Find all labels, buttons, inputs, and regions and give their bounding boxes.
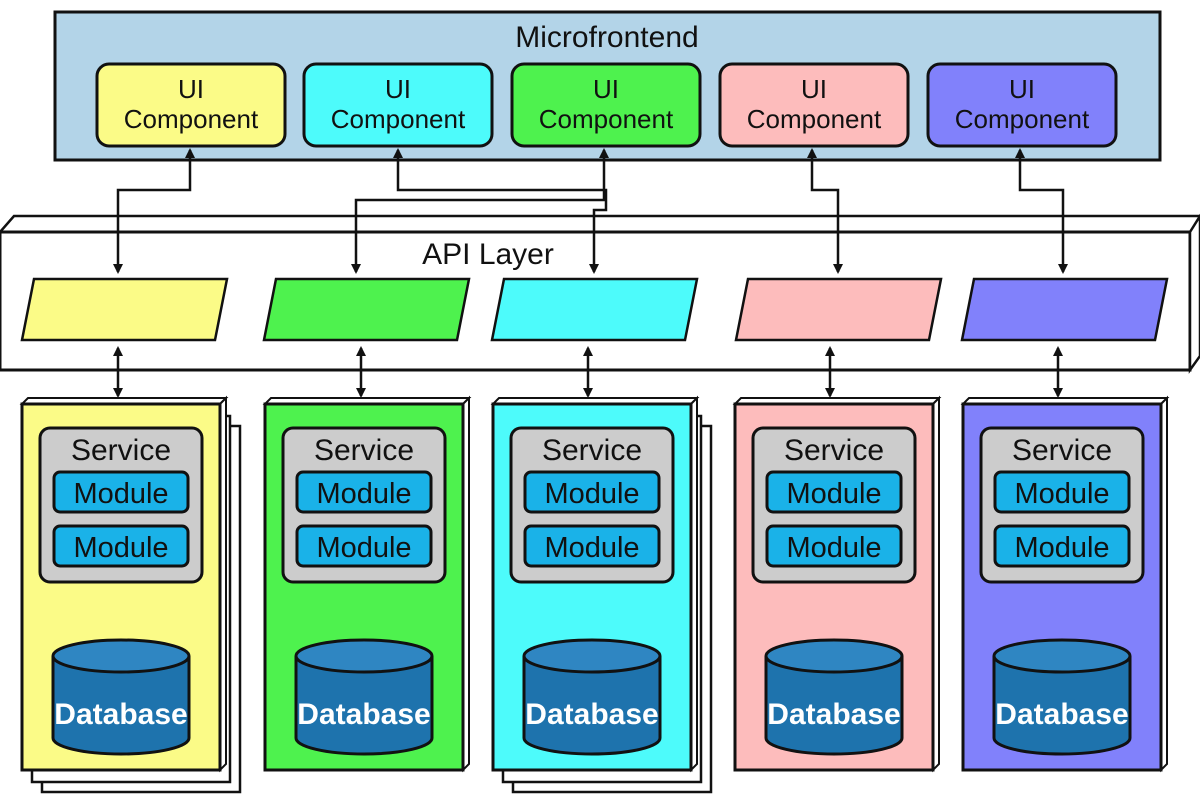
service-label: Service (314, 434, 414, 467)
services: ServiceModuleModuleDatabaseServiceModule… (19, 395, 1170, 794)
module-box (765, 470, 903, 514)
api-endpoint (960, 277, 1169, 342)
module-label: Module (544, 478, 639, 510)
module-label: Module (786, 532, 881, 564)
ui-component-label-line2: Component (124, 104, 259, 134)
module-label: Module (1014, 478, 1109, 510)
ui-component-shape (95, 62, 287, 148)
module-box (993, 470, 1131, 514)
module-label: Module (316, 478, 411, 510)
connector-arrow (113, 148, 195, 274)
service-label: Service (784, 434, 884, 467)
module-box (52, 524, 190, 568)
api-endpoint (20, 277, 229, 342)
module-box (993, 524, 1131, 568)
api-endpoint (490, 277, 699, 342)
module-label: Module (544, 532, 639, 564)
database-cylinder (992, 656, 1132, 756)
ui-component-label-line2: Component (955, 104, 1090, 134)
connector-arrow (351, 148, 609, 274)
module-label: Module (786, 478, 881, 510)
module-label: Module (1014, 532, 1109, 564)
microfrontend-title: Microfrontend (515, 21, 698, 54)
ui-component-label-line2: Component (539, 104, 674, 134)
ui-component-label-line1: UI (178, 74, 204, 104)
api-endpoint (262, 277, 471, 342)
module-box (295, 524, 433, 568)
ui-component-label-line1: UI (1009, 74, 1035, 104)
ui-component-label-line1: UI (801, 74, 827, 104)
ui-components: UIComponentUIComponentUIComponentUICompo… (95, 62, 1118, 148)
connector-arrow (1015, 148, 1068, 274)
database-top (992, 638, 1132, 674)
database-label: Database (297, 698, 430, 731)
database-label: Database (767, 698, 900, 731)
ui-component-shape (302, 62, 494, 148)
service-label: Service (542, 434, 642, 467)
module-label: Module (73, 532, 168, 564)
ui-component-shape (926, 62, 1118, 148)
module-box (52, 470, 190, 514)
api-layer-title: API Layer (422, 238, 554, 271)
module-box (765, 524, 903, 568)
ui-component-label-line2: Component (747, 104, 882, 134)
database-cylinder (522, 656, 662, 756)
database-label: Database (995, 698, 1128, 731)
module-box (523, 524, 661, 568)
database-top (522, 638, 662, 674)
database-label: Database (54, 698, 187, 731)
database-cylinder (764, 656, 904, 756)
module-label: Module (73, 478, 168, 510)
ui-component-label-line2: Component (331, 104, 466, 134)
module-box (295, 470, 433, 514)
api-endpoint (734, 277, 943, 342)
service-label: Service (1012, 434, 1112, 467)
database-cylinder (294, 656, 434, 756)
ui-component-shape (510, 62, 702, 148)
service-label: Service (71, 434, 171, 467)
module-label: Module (316, 532, 411, 564)
database-label: Database (525, 698, 658, 731)
ui-component-shape (718, 62, 910, 148)
ui-component-label-line1: UI (385, 74, 411, 104)
api-endpoints (20, 277, 1169, 342)
module-box (523, 470, 661, 514)
connector-arrow (807, 148, 843, 274)
database-cylinder (51, 656, 191, 756)
ui-component-label-line1: UI (593, 74, 619, 104)
database-top (51, 638, 191, 674)
database-top (294, 638, 434, 674)
database-top (764, 638, 904, 674)
